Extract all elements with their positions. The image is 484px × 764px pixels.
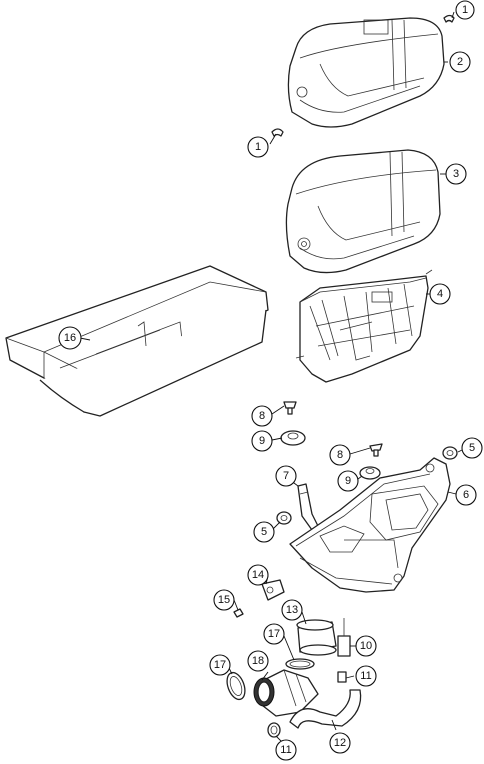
fitting-part-upper: [337, 671, 347, 683]
bracket-part: [297, 483, 319, 531]
svg-text:13: 13: [286, 604, 298, 616]
callout-16: 16: [58, 326, 82, 350]
callout-1-lower: 1: [247, 136, 269, 158]
callout-7: 7: [275, 465, 297, 487]
callout-13: 13: [281, 599, 303, 621]
clamp-part-lower: [226, 671, 246, 701]
clamp-part-upper: [285, 658, 315, 670]
svg-text:9: 9: [259, 435, 265, 447]
callout-5-upper: 5: [461, 437, 483, 459]
svg-text:16: 16: [64, 332, 76, 344]
screw-part-upper: [283, 401, 297, 415]
screw-part-lower: [369, 443, 383, 457]
svg-text:1: 1: [462, 4, 468, 16]
callout-11-upper: 11: [355, 665, 377, 687]
svg-text:18: 18: [252, 655, 264, 667]
intake-boot-part: [253, 669, 319, 717]
svg-text:17: 17: [268, 628, 280, 640]
clip-part-lower: [271, 128, 284, 137]
grommet-part-lower: [359, 466, 381, 480]
svg-text:3: 3: [453, 168, 459, 180]
tray-part: [5, 265, 269, 417]
svg-text:8: 8: [259, 410, 265, 422]
svg-text:5: 5: [261, 526, 267, 538]
svg-text:6: 6: [463, 489, 469, 501]
callout-8-lower: 8: [329, 444, 351, 466]
callout-8-upper: 8: [251, 405, 273, 427]
callout-11-lower: 11: [275, 739, 297, 761]
callout-18: 18: [247, 650, 269, 672]
callout-9-upper: 9: [251, 430, 273, 452]
airbox-housing-part: [289, 457, 451, 593]
airbox-part: [285, 149, 441, 274]
svg-text:11: 11: [280, 744, 291, 756]
svg-text:5: 5: [469, 442, 475, 454]
svg-text:8: 8: [337, 449, 343, 461]
svg-text:2: 2: [457, 56, 463, 68]
sleeve-part: [296, 619, 337, 656]
callout-15: 15: [213, 589, 235, 611]
valve-part: [337, 618, 351, 657]
clip-part-upper: [443, 14, 455, 23]
small-screw-part: [233, 608, 244, 618]
svg-text:11: 11: [360, 670, 371, 682]
svg-text:12: 12: [334, 737, 346, 749]
callout-17-upper: 17: [263, 623, 285, 645]
nut-part-upper: [442, 446, 458, 460]
grommet-part-upper: [280, 430, 306, 446]
svg-text:10: 10: [360, 640, 372, 652]
svg-text:4: 4: [437, 288, 443, 300]
svg-text:7: 7: [283, 470, 289, 482]
callout-2: 2: [449, 51, 471, 73]
callout-3: 3: [445, 163, 467, 185]
callout-6: 6: [455, 484, 477, 506]
airbox-cover-part: [287, 17, 445, 128]
callout-5-lower: 5: [253, 521, 275, 543]
callout-17-lower: 17: [209, 654, 231, 676]
nut-part-lower: [276, 511, 292, 525]
elbow-fitting-part: [261, 579, 285, 601]
svg-text:15: 15: [218, 594, 230, 606]
callout-9-lower: 9: [337, 470, 359, 492]
callout-12: 12: [329, 732, 351, 754]
svg-text:14: 14: [252, 569, 264, 581]
svg-text:9: 9: [345, 475, 351, 487]
fitting-part-lower: [267, 722, 281, 738]
callout-1-upper: 1: [455, 0, 475, 20]
hose-part: [289, 689, 362, 729]
callout-14: 14: [247, 564, 269, 586]
filter-cage-part: [295, 269, 433, 383]
svg-text:17: 17: [214, 659, 226, 671]
callout-10: 10: [355, 635, 377, 657]
svg-text:1: 1: [255, 141, 261, 153]
callout-4: 4: [429, 283, 451, 305]
